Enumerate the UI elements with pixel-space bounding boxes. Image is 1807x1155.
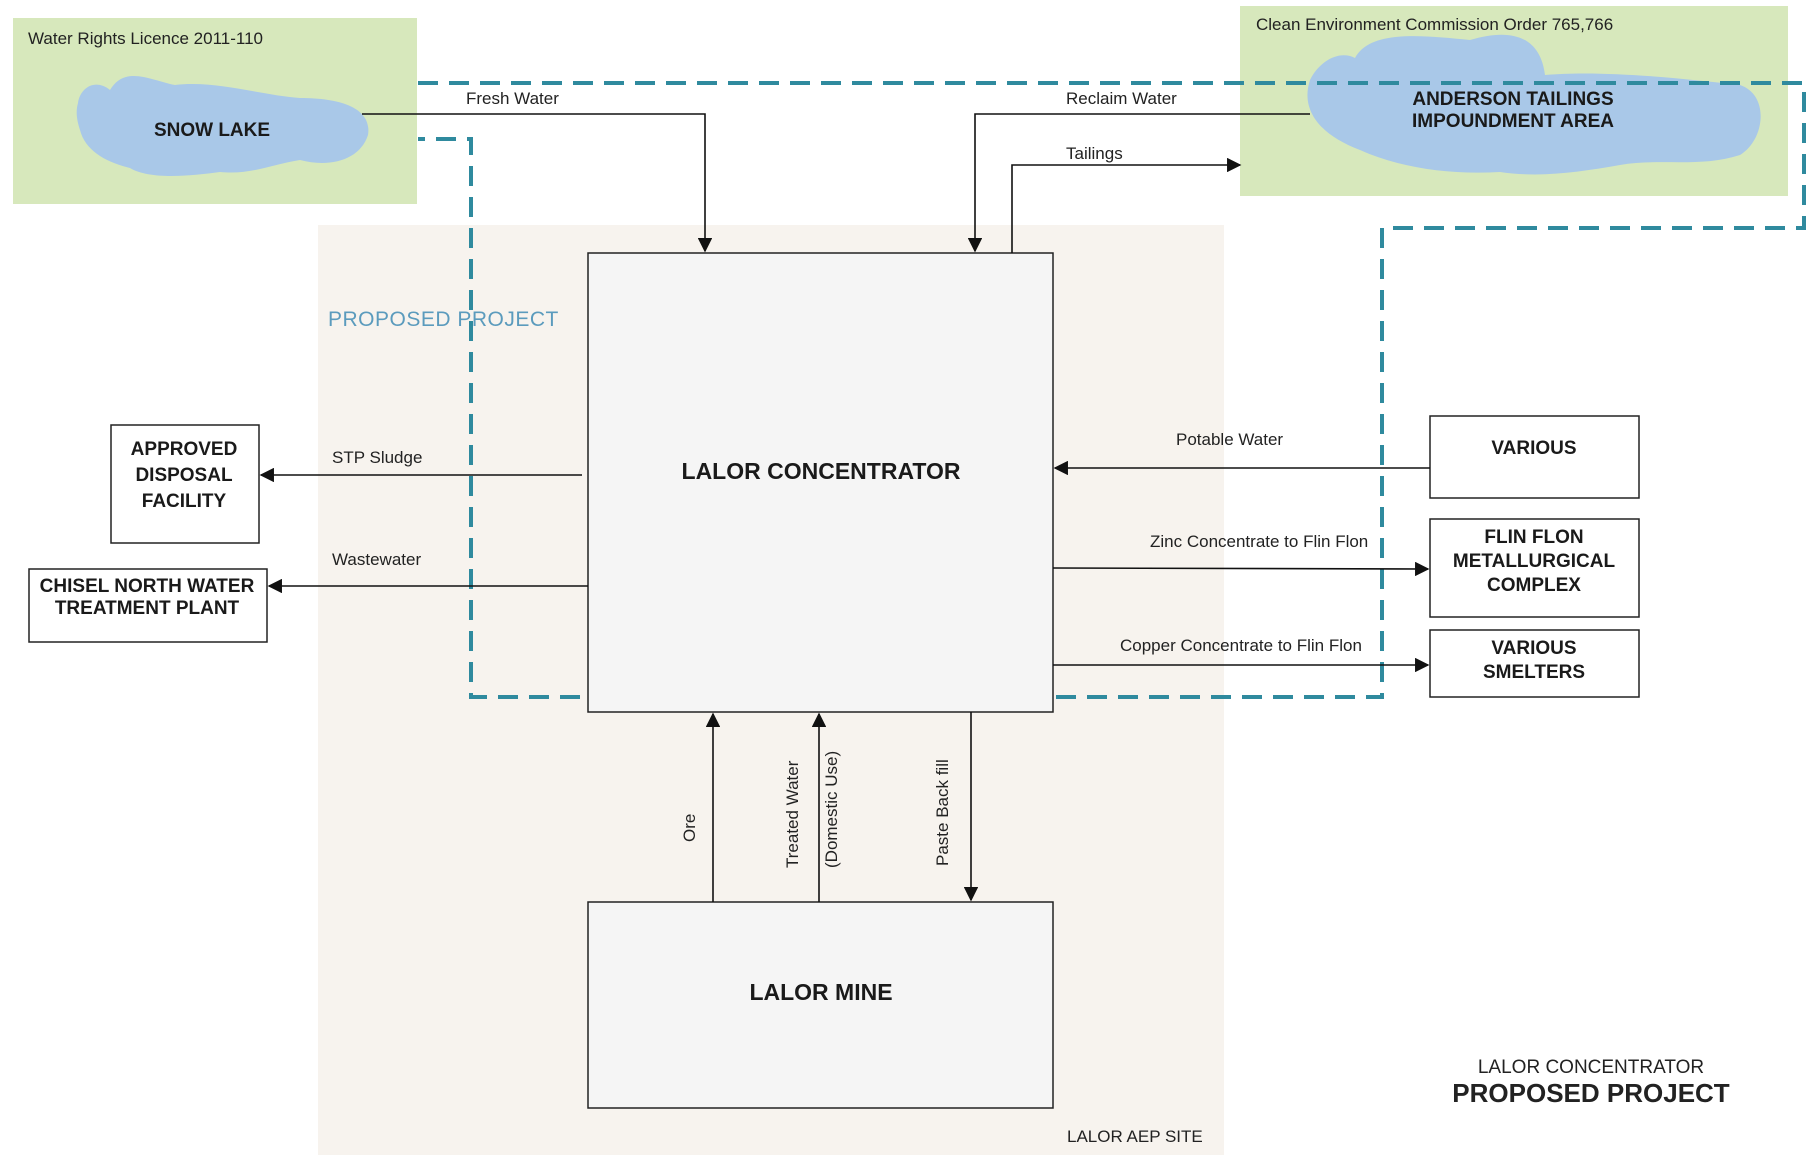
flin-flon-box	[1429, 518, 1640, 618]
reclaim-water-arrow	[967, 113, 1310, 253]
reclaim-water-label: Reclaim Water	[1066, 89, 1177, 108]
domestic-use-label: (Domestic Use)	[822, 751, 841, 868]
chisel-north-box	[28, 568, 268, 643]
various-label: VARIOUS	[1491, 438, 1576, 459]
mine-label: LALOR MINE	[749, 979, 892, 1005]
proposed-project-boundary	[418, 81, 1806, 699]
anderson-label-line1: ANDERSON TAILINGS	[1412, 89, 1613, 110]
fresh-water-arrow	[362, 113, 713, 253]
paste-backfill-label: Paste Back fill	[933, 759, 952, 866]
tailings-arrow	[1011, 157, 1242, 253]
zinc-arrow	[1052, 561, 1430, 577]
flin-flon-label-line1: FLIN FLON	[1484, 527, 1583, 548]
fresh-water-label: Fresh Water	[466, 89, 559, 108]
snow-lake-panel: Water Rights Licence 2011-110 SNOW LAKE	[13, 18, 417, 204]
smelters-box	[1429, 629, 1640, 698]
various-box	[1429, 415, 1640, 499]
proposed-project-label: PROPOSED PROJECT	[328, 308, 559, 331]
smelters-label-line2: SMELTERS	[1483, 662, 1585, 683]
site-label: LALOR AEP SITE	[1067, 1127, 1203, 1146]
zinc-label: Zinc Concentrate to Flin Flon	[1150, 532, 1368, 551]
anderson-permit-label: Clean Environment Commission Order 765,7…	[1256, 15, 1613, 34]
smelters-label-line1: VARIOUS	[1491, 638, 1576, 659]
concentrator-label: LALOR CONCENTRATOR	[682, 458, 961, 484]
chisel-label-line2: TREATMENT PLANT	[55, 598, 240, 619]
anderson-panel: Clean Environment Commission Order 765,7…	[1240, 6, 1788, 196]
mine-box	[587, 901, 1054, 1109]
disposal-label-line3: FACILITY	[142, 491, 227, 512]
anderson-water	[1307, 34, 1761, 175]
disposal-label-line1: APPROVED	[131, 439, 238, 460]
anderson-label-line2: IMPOUNDMENT AREA	[1412, 111, 1614, 132]
concentrator-box	[587, 252, 1054, 713]
flin-flon-label-line3: COMPLEX	[1487, 575, 1581, 596]
footer-title-line1: LALOR CONCENTRATOR	[1478, 1057, 1704, 1078]
wastewater-label: Wastewater	[332, 550, 421, 569]
flin-flon-label-line2: METALLURGICAL	[1453, 551, 1616, 572]
chisel-label-line1: CHISEL NORTH WATER	[40, 576, 255, 597]
stp-sludge-label: STP Sludge	[332, 448, 422, 467]
snow-lake-permit-label: Water Rights Licence 2011-110	[28, 29, 263, 48]
tailings-label: Tailings	[1066, 144, 1123, 163]
disposal-label-line2: DISPOSAL	[135, 465, 233, 486]
snow-lake-water	[76, 75, 369, 176]
potable-water-label: Potable Water	[1176, 430, 1283, 449]
ore-label: Ore	[680, 814, 699, 842]
disposal-facility-box	[110, 424, 260, 544]
snow-lake-label: SNOW LAKE	[154, 120, 270, 141]
treated-water-label: Treated Water	[783, 760, 802, 868]
copper-label: Copper Concentrate to Flin Flon	[1120, 636, 1362, 655]
footer-title-line2: PROPOSED PROJECT	[1452, 1078, 1730, 1108]
